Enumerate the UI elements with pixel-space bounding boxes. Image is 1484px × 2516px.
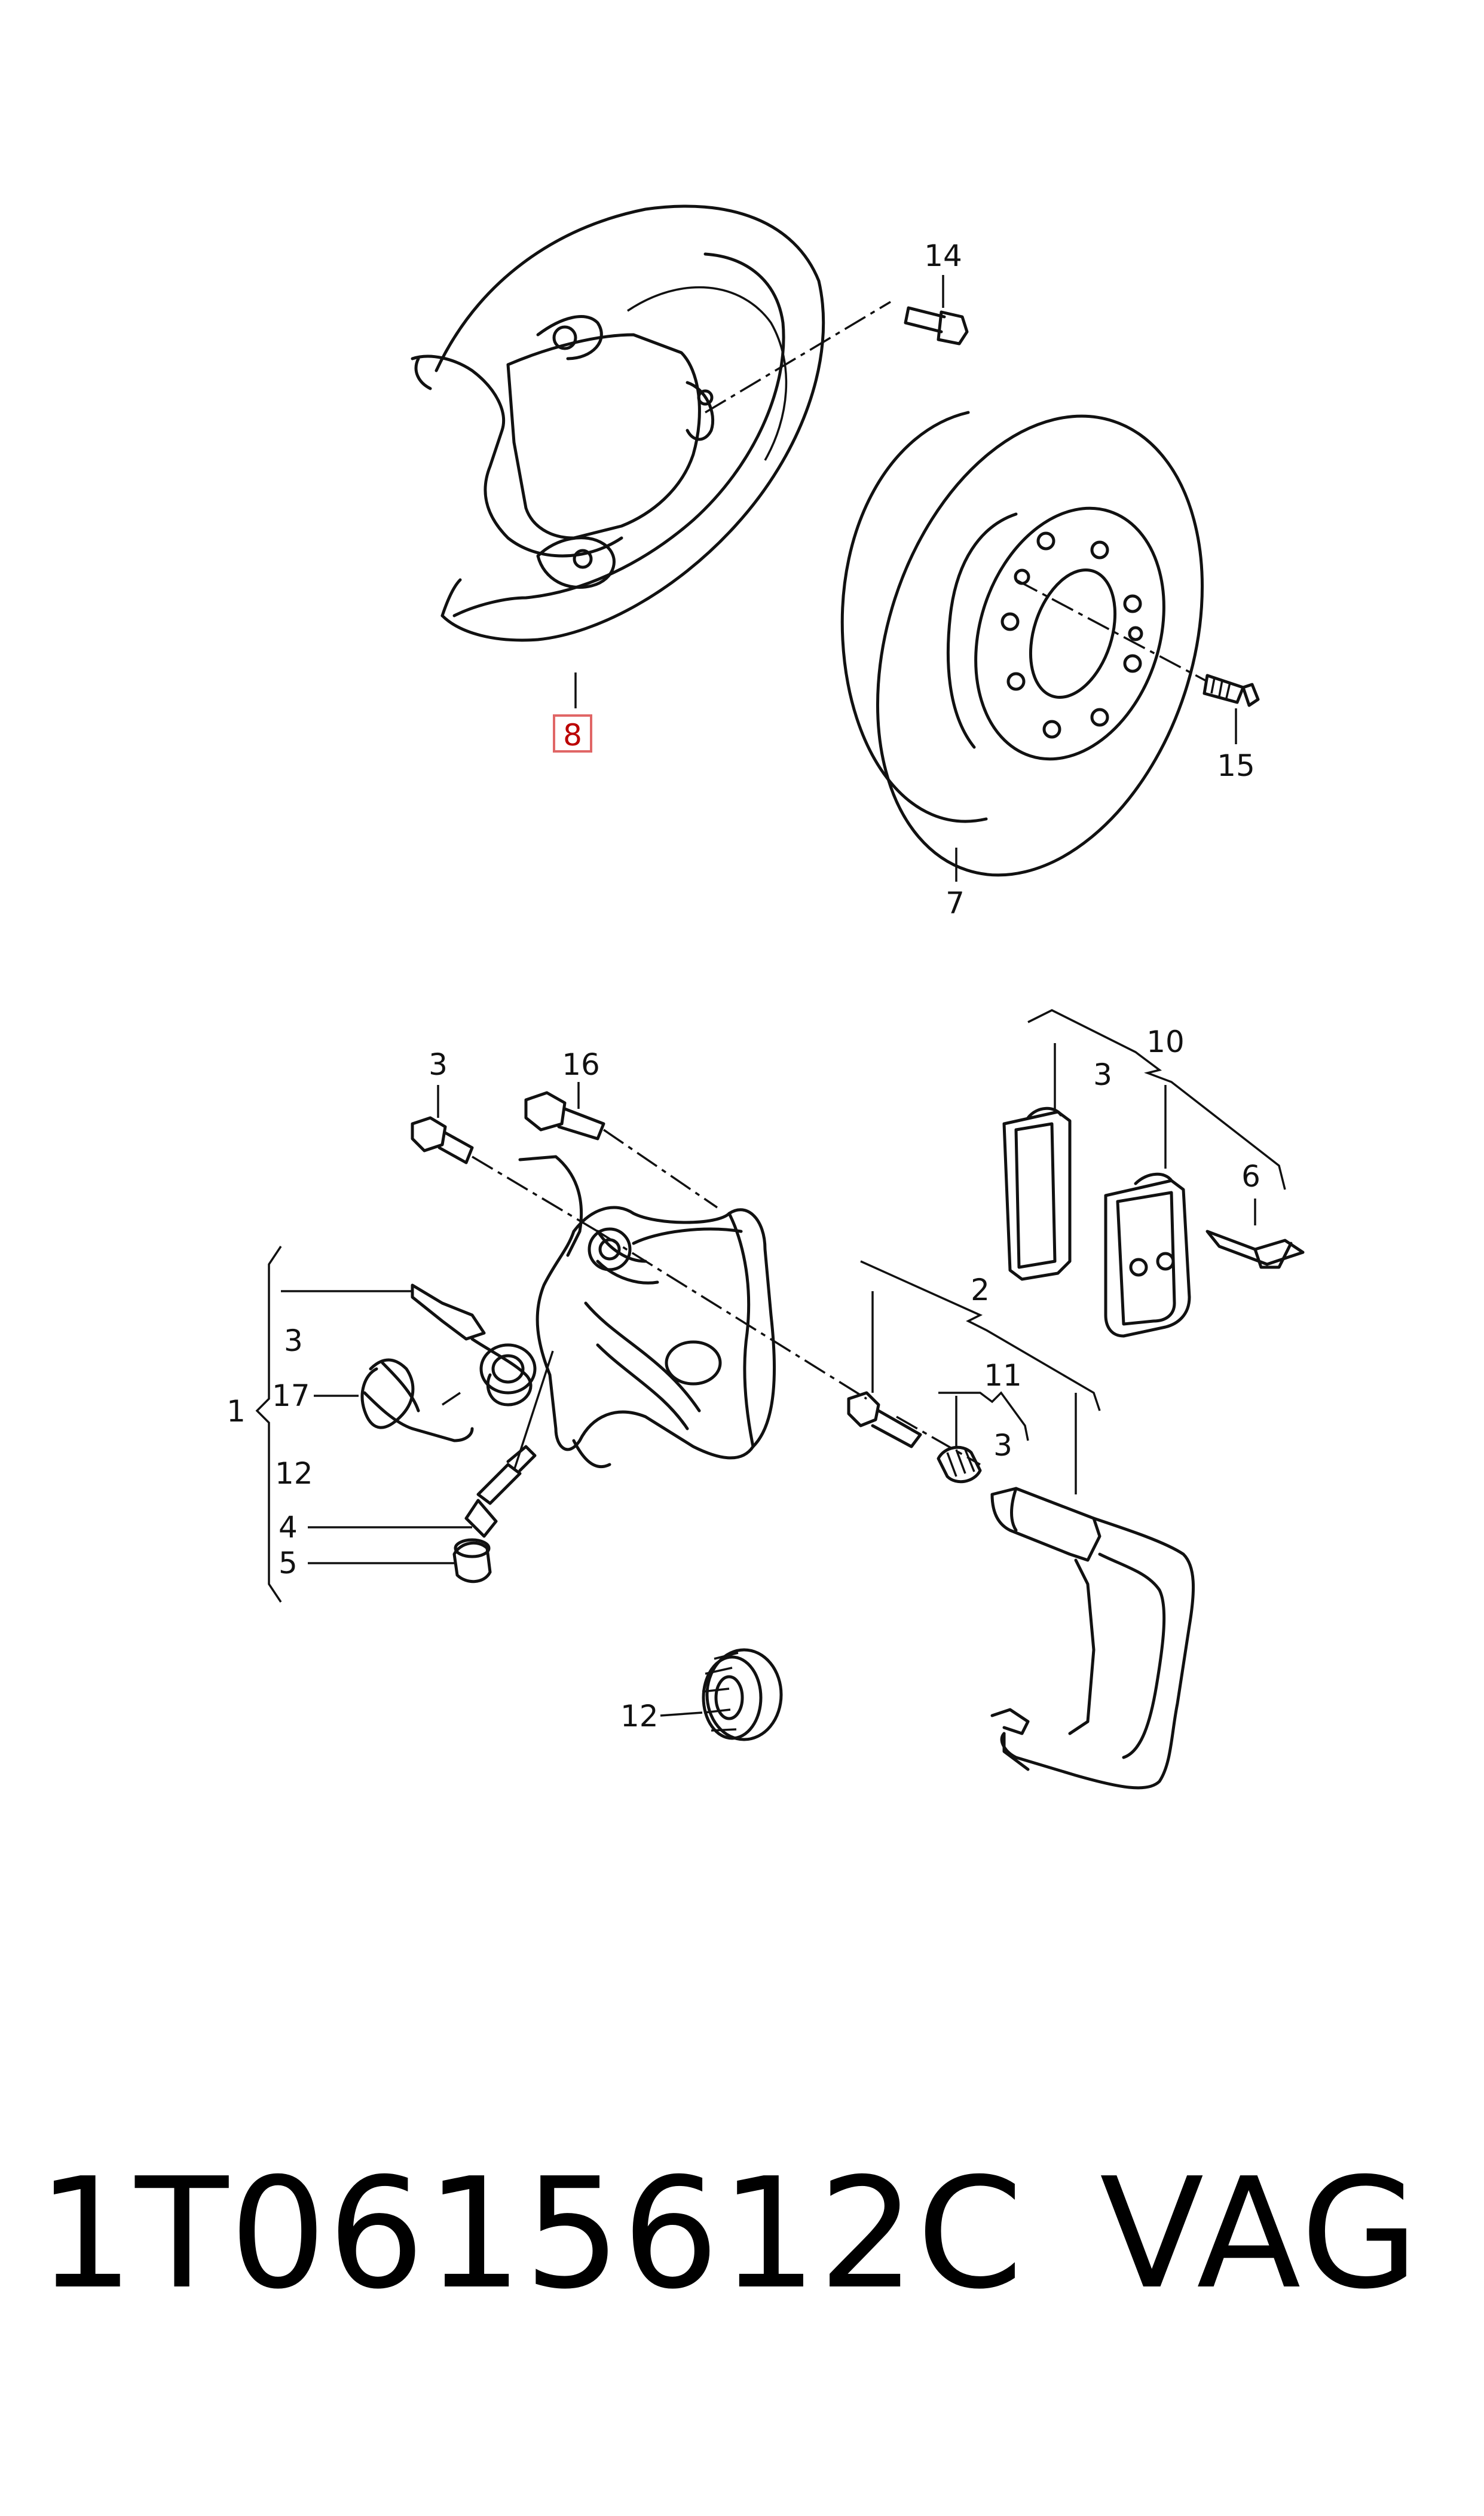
bleeder-4-drawing [464, 1445, 537, 1538]
callout-5[interactable]: 5 [279, 1546, 298, 1580]
callout-10[interactable]: 10 [1146, 1025, 1185, 1059]
callout-3d[interactable]: 3 [1093, 1057, 1112, 1092]
callout-8[interactable]: 8 [563, 718, 582, 753]
callout-15[interactable]: 15 [1217, 748, 1255, 783]
spring-leader [442, 1392, 461, 1406]
guide-pin-drawing [847, 1391, 922, 1448]
callout-12b-leader [660, 1711, 703, 1717]
callout-1[interactable]: 1 [227, 1394, 246, 1429]
callout-10-bracket [1027, 1009, 1286, 1190]
brand-name: VAG [1100, 2145, 1421, 2323]
bolt-16-drawing [524, 1091, 605, 1141]
boot-11-drawing [937, 1445, 982, 1484]
callout-17[interactable]: 17 [272, 1378, 310, 1413]
callout-2-bracket [860, 1260, 1101, 1411]
caliper-carrier-drawing [990, 1487, 1195, 1790]
callout-12b[interactable]: 12 [620, 1699, 659, 1734]
dust-shield-drawing [411, 204, 825, 642]
callout-6[interactable]: 6 [1241, 1159, 1260, 1194]
callout-11[interactable]: 11 [984, 1358, 1022, 1393]
bolt-axis-lower [597, 1129, 981, 1466]
group-1-bracket [255, 1246, 282, 1603]
lever-3-drawing [411, 1283, 537, 1407]
caliper-body-drawing [518, 1155, 776, 1469]
callout-4[interactable]: 4 [279, 1510, 298, 1545]
bolt-axis-upper [472, 1155, 598, 1233]
spring-17-drawing [360, 1358, 474, 1442]
part-number: 1T0615612C [37, 2145, 1024, 2323]
callout-2[interactable]: 2 [971, 1273, 990, 1307]
pad-clip-6-drawing [1205, 1230, 1305, 1269]
bolt-3-drawing [411, 1116, 474, 1164]
bolt-14-axis [705, 301, 891, 414]
callout-12a[interactable]: 12 [275, 1456, 313, 1491]
brake-disc-drawing [840, 411, 1204, 877]
screw-15-axis [1015, 579, 1208, 683]
bleeder-leader [513, 1350, 554, 1471]
callout-11-bracket [938, 1391, 1029, 1441]
screw-15-drawing [1203, 674, 1260, 707]
callout-16[interactable]: 16 [562, 1047, 600, 1082]
pad-set-drawing [1002, 1106, 1191, 1338]
callout-3b[interactable]: 3 [284, 1323, 303, 1358]
callout-3c[interactable]: 3 [993, 1428, 1012, 1463]
callout-14[interactable]: 14 [924, 239, 962, 273]
callout-7[interactable]: 7 [946, 886, 965, 921]
cap-5-drawing [452, 1538, 492, 1583]
callout-3a[interactable]: 3 [429, 1047, 448, 1082]
seal-ring-12-drawing [702, 1648, 783, 1741]
bolt-14-drawing [904, 306, 969, 346]
callout-8-highlight-box [553, 714, 592, 753]
